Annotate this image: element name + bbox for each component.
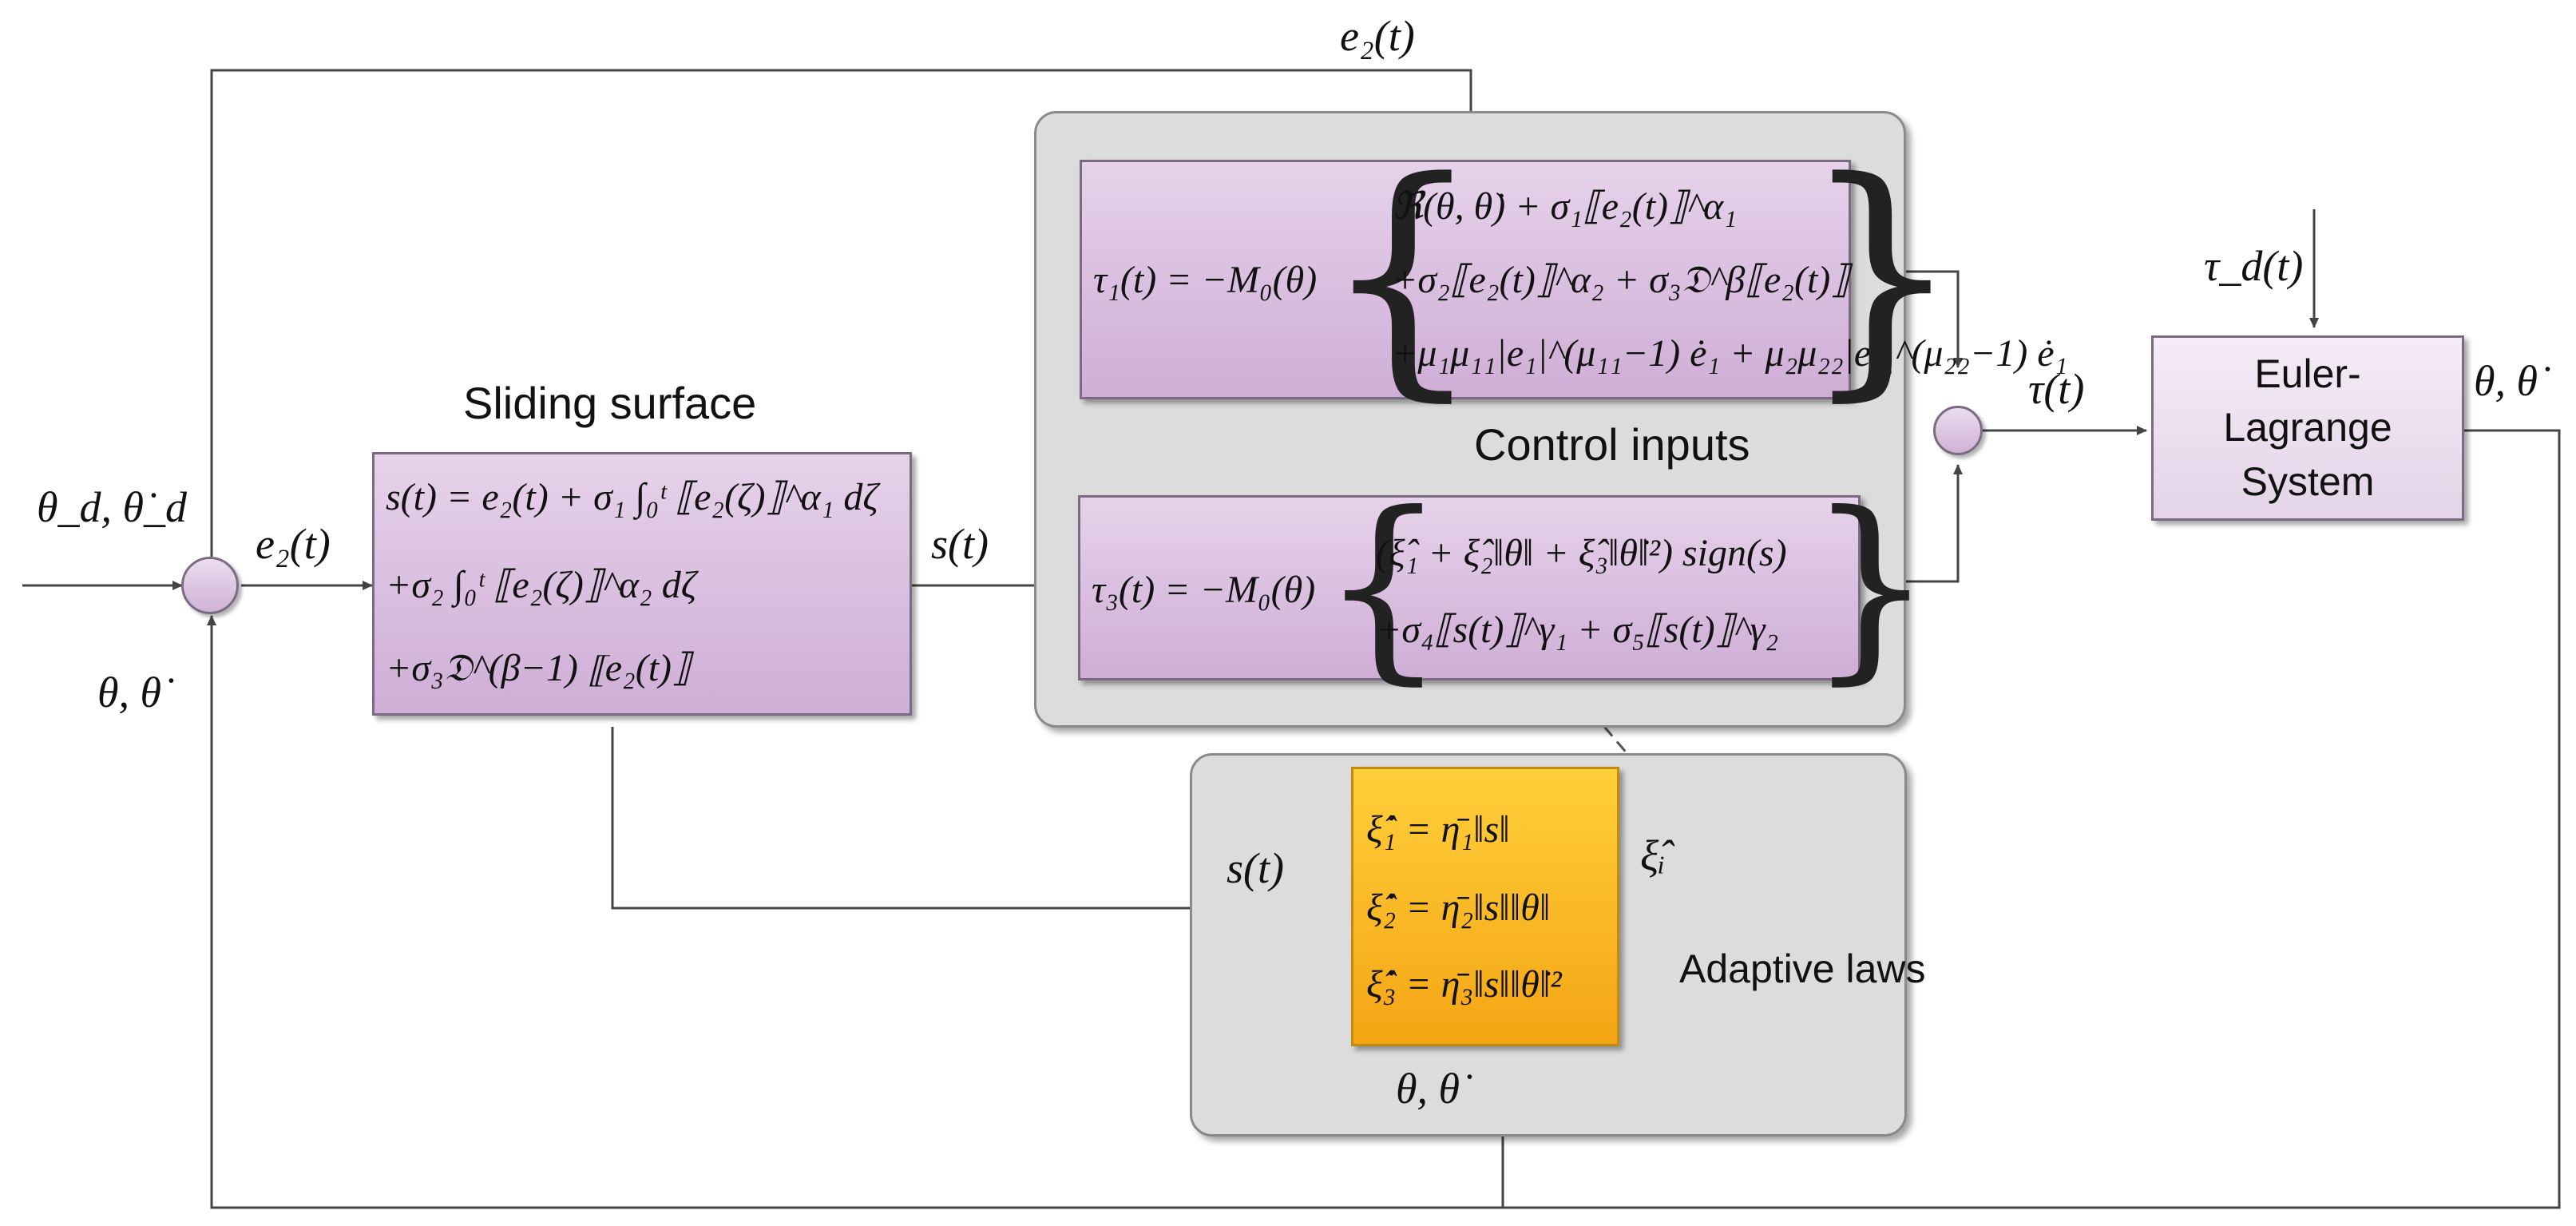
tau1-eq-line1: ℜ(θ, θ̇) + σ₁⟦e₂(t)⟧^α₁: [1392, 185, 1737, 228]
sliding-eq-line2: +σ₂ ∫₀ᵗ ⟦e₂(ζ)⟧^α₂ dζ: [386, 564, 697, 606]
signal-theta-output: θ, θ̇: [2474, 357, 2538, 405]
tau1-eq-line2: +σ₂⟦e₂(t)⟧^α₂ + σ₃𝔇^β⟦e₂(t)⟧: [1392, 259, 1850, 301]
euler-lagrange-system-block[interactable]: Euler-Lagrange System: [2151, 335, 2464, 521]
tau3-lhs: τ₃(t) = −M₀(θ): [1092, 569, 1316, 611]
adaptive-laws-block[interactable]: ξ̂̇₁ = η̄₁‖s‖ ξ̂̇₂ = η̄₂‖s‖‖θ‖ ξ̂̇₃ = η̄…: [1351, 767, 1619, 1046]
tau3-left-brace: {: [1320, 470, 1448, 702]
signal-e2-top: e₂(t): [1340, 12, 1415, 60]
signal-tau-disturbance: τ_d(t): [2204, 242, 2304, 290]
adaptive-eq-line2: ξ̂̇₂ = η̄₂‖s‖‖θ‖: [1366, 887, 1551, 929]
signal-s-bottom: s(t): [1227, 844, 1284, 892]
tau1-control-block[interactable]: τ₁(t) = −M₀(θ) { ℜ(θ, θ̇) + σ₁⟦e₂(t)⟧^α₁…: [1080, 148, 2067, 402]
signal-theta-feedback: θ, θ̇: [97, 669, 162, 716]
tau3-eq-line1: (ξ̂₁ + ξ̂₂‖θ‖ + ξ̂₃‖θ̇‖²) sign(s): [1376, 532, 1787, 574]
sliding-surface-title: Sliding surface: [463, 378, 757, 428]
sliding-eq-line3: +σ₃𝔇^(β−1) ⟦e₂(t)⟧: [386, 647, 691, 689]
sliding-eq-line1: s(t) = e₂(t) + σ₁ ∫₀ᵗ ⟦e₂(ζ)⟧^α₁ dζ: [386, 476, 878, 518]
adaptive-laws-title: Adaptive laws: [1679, 946, 1926, 991]
sliding-surface-block[interactable]: s(t) = e₂(t) + σ₁ ∫₀ᵗ ⟦e₂(ζ)⟧^α₁ dζ +σ₂ …: [372, 452, 912, 716]
tau1-lhs: τ₁(t) = −M₀(θ): [1093, 259, 1318, 301]
tau3-control-block[interactable]: τ₃(t) = −M₀(θ) { (ξ̂₁ + ξ̂₂‖θ‖ + ξ̂₃‖θ̇‖…: [1078, 486, 1934, 686]
tau1-right-brace: }: [1801, 127, 1963, 423]
signal-s-mid: s(t): [931, 520, 989, 568]
error-summing-junction: [181, 557, 239, 614]
signal-xi-hat: ξ̂ᵢ: [1640, 831, 1666, 879]
line-s-to-adaptive: [611, 727, 1350, 913]
signal-theta-adaptive: θ, θ̇: [1396, 1065, 1460, 1113]
tau1-left-brace: {: [1322, 127, 1484, 423]
line-output-feedback: [207, 429, 2561, 1209]
torque-summing-junction: [1933, 406, 1983, 455]
signal-tau: τ(t): [2028, 365, 2085, 413]
signal-e2-mid: e₂(t): [256, 520, 331, 568]
tau3-eq-line2: +σ₄⟦s(t)⟧^γ₁ + σ₅⟦s(t)⟧^γ₂: [1376, 609, 1779, 651]
tau1-eq-line3: +μ₁μ₁₁|e₁|^(μ₁₁−1) ė₁ + μ₂μ₂₂|e₁|^(μ₂₂−1…: [1392, 332, 2068, 375]
tau3-right-brace: }: [1807, 470, 1935, 702]
adaptive-eq-line3: ξ̂̇₃ = η̄₃‖s‖‖θ̇‖²: [1366, 963, 1562, 1006]
adaptive-eq-line1: ξ̂̇₁ = η̄₁‖s‖: [1366, 808, 1510, 851]
control-inputs-title: Control inputs: [1474, 419, 1750, 470]
euler-lagrange-label: Euler-Lagrange System: [2223, 351, 2392, 504]
signal-theta-desired: θ_d, θ̇_d: [37, 483, 188, 531]
